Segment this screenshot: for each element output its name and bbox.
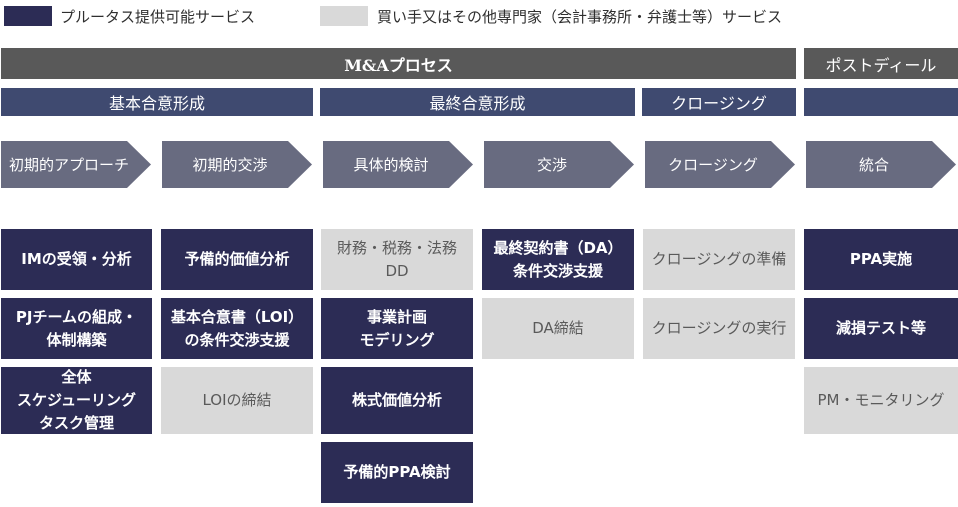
service-impairment-test: 減損テスト等 <box>804 298 958 359</box>
post-deal-bar: ポストディール <box>804 48 958 79</box>
step-closing: クロージング <box>645 141 795 188</box>
service-closing-prep: クロージングの準備 <box>643 229 795 290</box>
service-da-signing: DA締結 <box>482 298 634 359</box>
service-da-negotiation: 最終契約書（DA） 条件交渉支援 <box>482 229 634 290</box>
step-initial-approach: 初期的アプローチ <box>1 141 151 188</box>
phase-post <box>804 88 958 116</box>
phase-final-agreement: 最終合意形成 <box>320 88 635 116</box>
service-due-diligence: 財務・税務・法務DD <box>321 229 473 290</box>
service-closing-exec: クロージングの実行 <box>643 298 795 359</box>
legend-swatch-other <box>320 6 368 26</box>
step-negotiation: 交渉 <box>484 141 634 188</box>
phase-basic-agreement: 基本合意形成 <box>1 88 313 116</box>
phase-closing: クロージング <box>642 88 796 116</box>
service-schedule: 全体 スケジューリング タスク管理 <box>1 367 152 434</box>
service-loi-negotiation: 基本合意書（LOI） の条件交渉支援 <box>161 298 313 359</box>
service-loi-signing: LOIの締結 <box>161 367 313 434</box>
service-preliminary-valuation: 予備的価値分析 <box>161 229 313 290</box>
service-ppa: PPA実施 <box>804 229 958 290</box>
ma-process-bar: M&Aプロセス <box>1 48 796 79</box>
service-business-plan: 事業計画 モデリング <box>321 298 473 359</box>
legend-label-plutus: プルータス提供可能サービス <box>60 8 256 26</box>
service-im-analysis: IMの受領・分析 <box>1 229 152 290</box>
legend-swatch-plutus <box>4 6 52 26</box>
service-pj-team: PJチームの組成・ 体制構築 <box>1 298 152 359</box>
step-integration: 統合 <box>806 141 956 188</box>
step-initial-negotiation: 初期的交渉 <box>162 141 312 188</box>
step-detailed-review: 具体的検討 <box>323 141 473 188</box>
service-preliminary-ppa: 予備的PPA検討 <box>321 442 473 503</box>
service-pm-monitoring: PM・モニタリング <box>804 367 958 434</box>
legend-label-other: 買い手又はその他専門家（会計事務所・弁護士等）サービス <box>377 8 783 26</box>
service-equity-valuation: 株式価値分析 <box>321 367 473 434</box>
